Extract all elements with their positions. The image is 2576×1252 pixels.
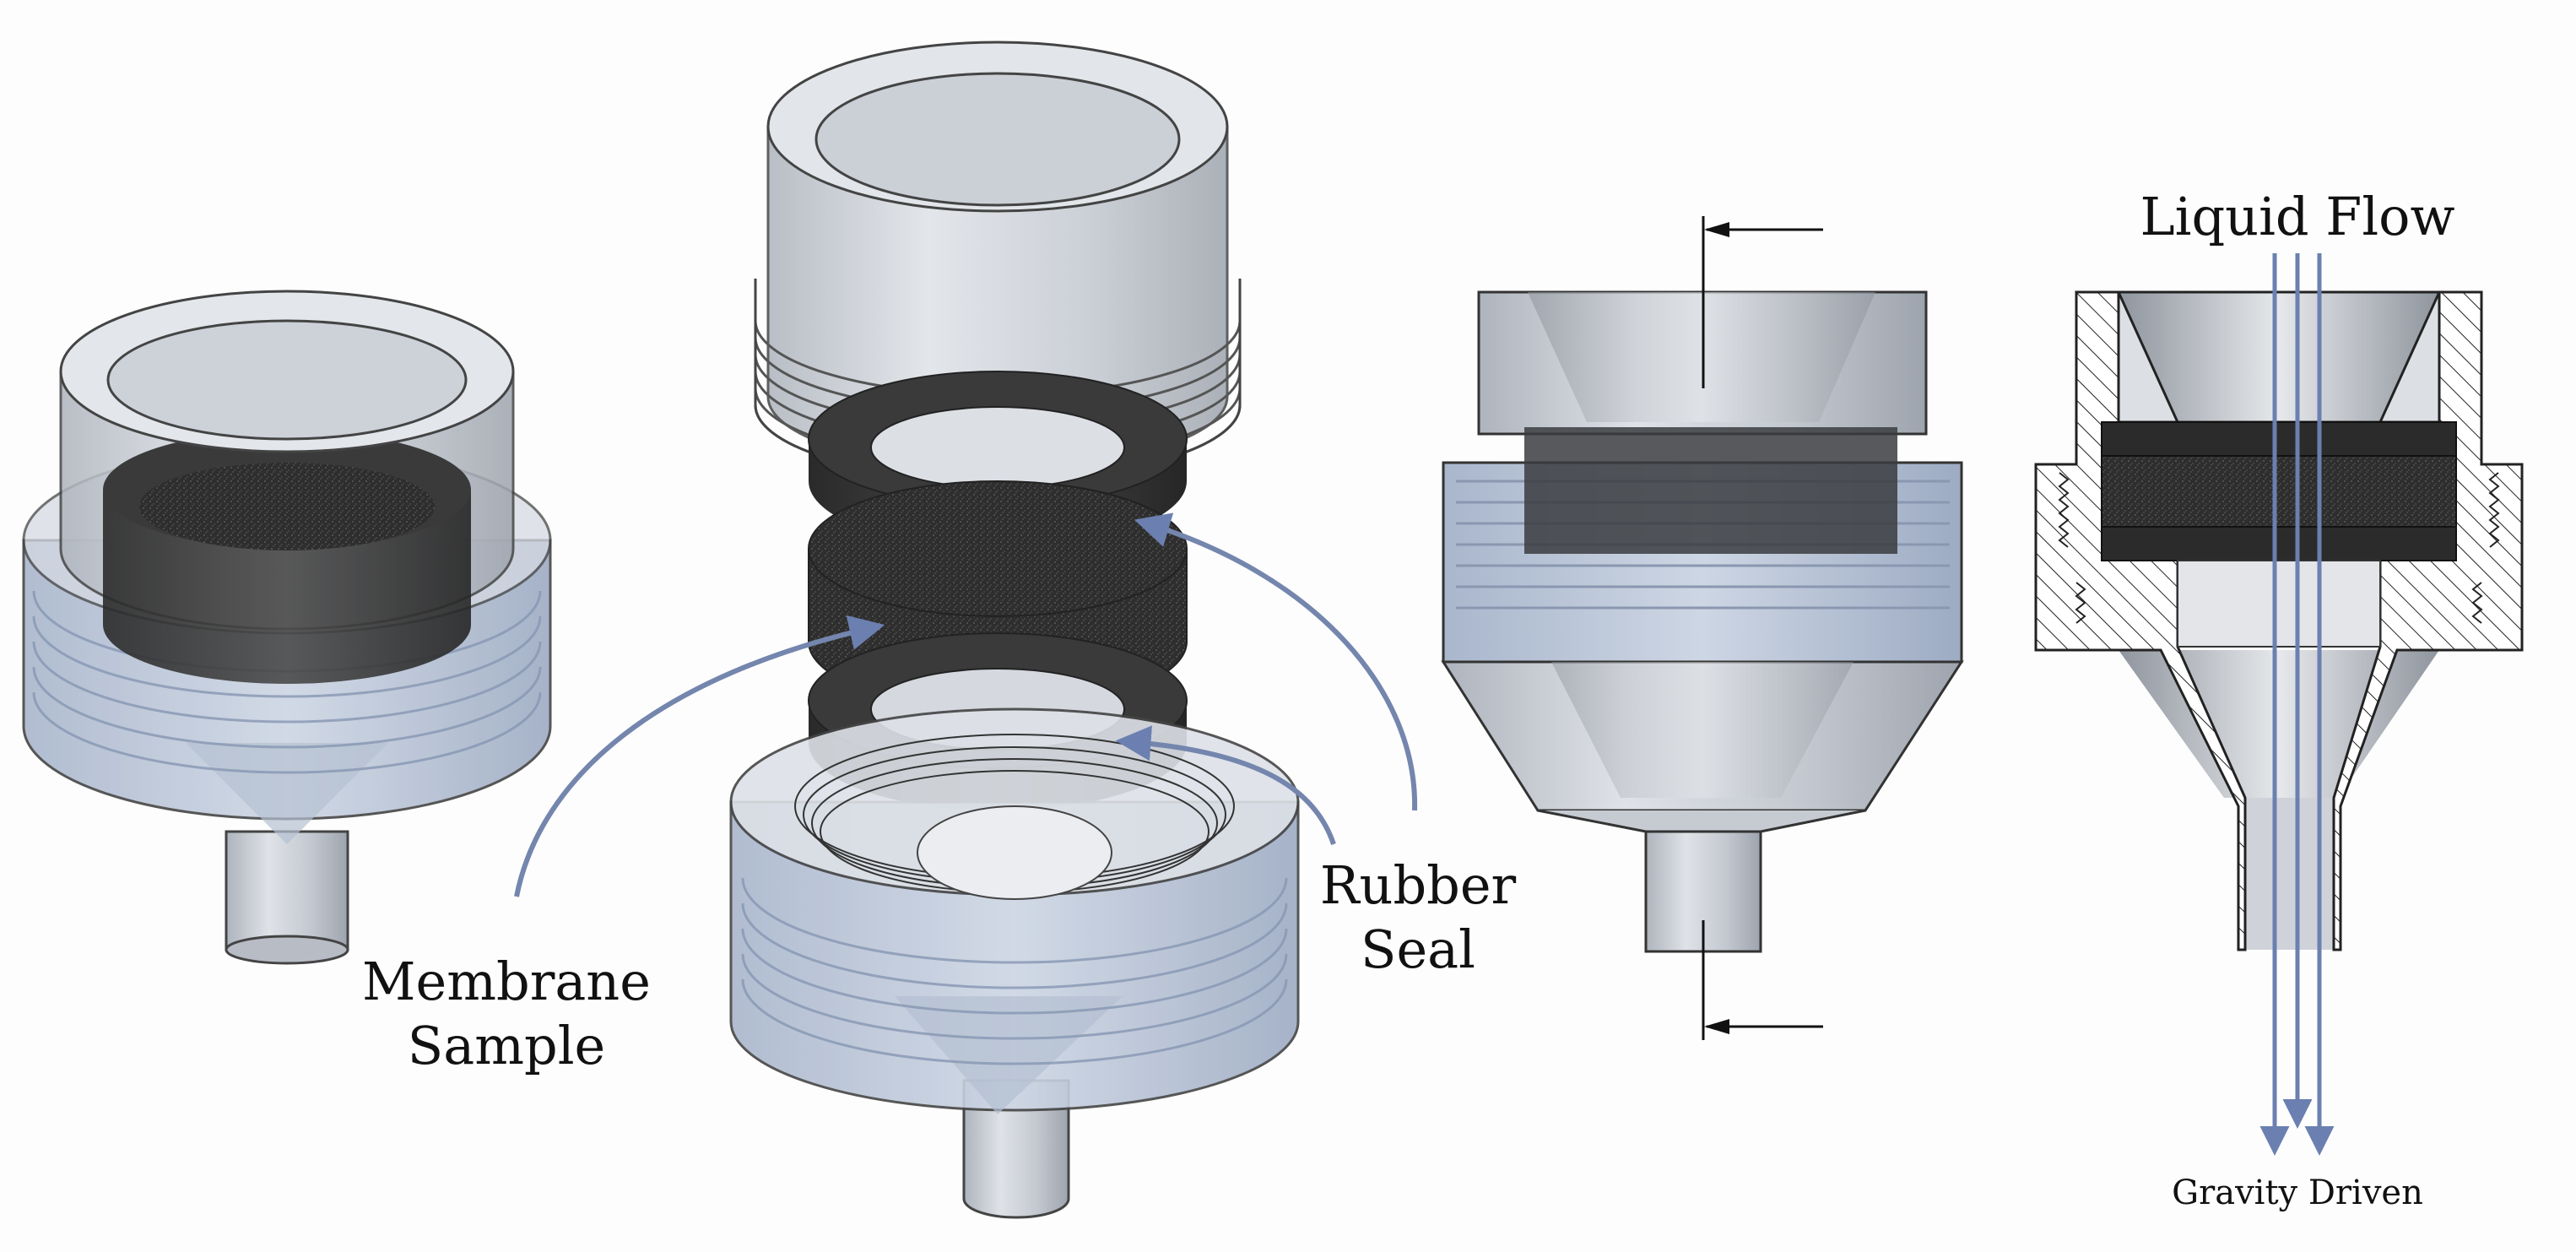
assembled-filter [22,290,552,965]
rubber-seal-label-line1: Rubber [1320,854,1517,916]
membrane-label-line1: Membrane [362,951,651,1012]
leader-arrows [514,512,1418,897]
rubber-seal-leader-lower [1115,725,1336,845]
rubber-seal-leader-upper [1134,512,1418,811]
membrane-leader [514,615,885,897]
rubber-seal-label-line2: Seal [1361,919,1475,980]
membrane-label-line2: Sample [408,1015,605,1076]
exploded-view [729,41,1300,1219]
gravity-driven-label: Gravity Driven [2172,1173,2423,1212]
liquid-flow-label: Liquid Flow [2140,186,2454,247]
side-elevation [1441,216,1964,1040]
cross-section [2034,253,2524,1156]
